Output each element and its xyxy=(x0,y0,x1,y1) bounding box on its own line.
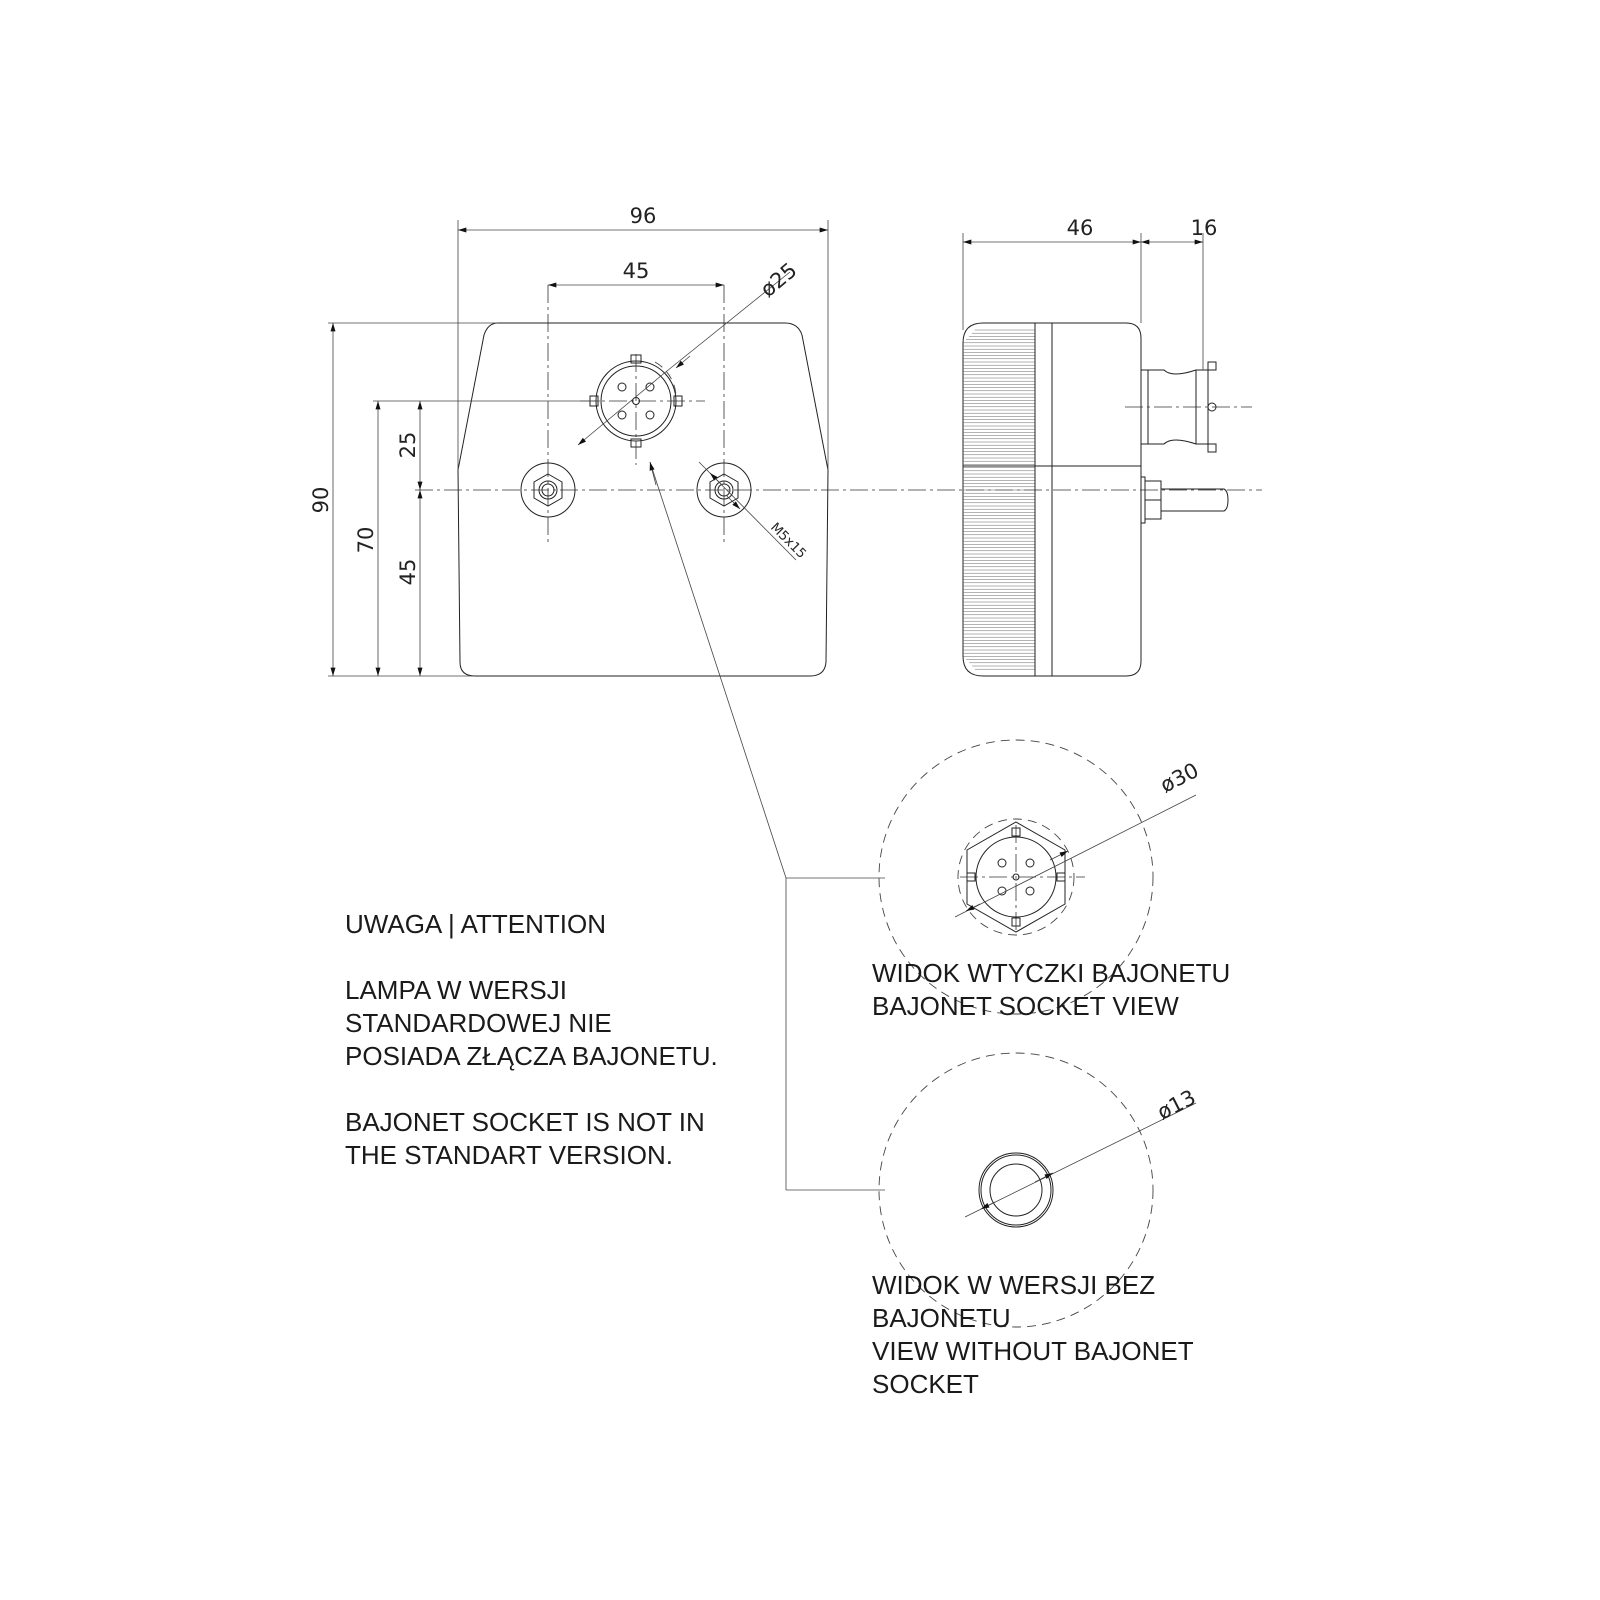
mounting-bolt-left xyxy=(520,285,576,545)
attention-line-pl: STANDARDOWEJ NIE xyxy=(345,1008,612,1038)
plain-view-label-line: BAJONETU xyxy=(872,1303,1011,1333)
dim-connector-depth: 16 xyxy=(1191,216,1218,240)
attention-title: UWAGA | ATTENTION xyxy=(345,909,606,939)
dim-connector-height: 70 xyxy=(354,527,378,554)
side-view: 46 16 xyxy=(962,216,1252,677)
attention-line-pl: LAMPA W WERSJI xyxy=(345,975,567,1005)
dim-width: 96 xyxy=(630,204,657,228)
dim-connector-offset: 25 xyxy=(396,432,420,459)
attention-line-en: THE STANDART VERSION. xyxy=(345,1140,673,1170)
dim-plain-view-diameter: ø13 xyxy=(1153,1085,1199,1124)
plain-view-label-line: VIEW WITHOUT BAJONET xyxy=(872,1336,1194,1366)
lamp-body-outline xyxy=(457,322,829,677)
plain-view-label-line: SOCKET xyxy=(872,1369,979,1399)
dim-bolt-thread: M5x15 xyxy=(767,520,809,562)
side-connector xyxy=(1125,361,1252,453)
attention-line-pl: POSIADA ZŁĄCZA BAJONETU. xyxy=(345,1041,718,1071)
bayonet-connector xyxy=(580,354,705,465)
attention-note: UWAGA | ATTENTION LAMPA W WERSJI STANDAR… xyxy=(345,908,718,1172)
plain-view-label-line: WIDOK W WERSJI BEZ xyxy=(872,1270,1156,1300)
side-stud xyxy=(1140,476,1229,524)
knurled-lens xyxy=(963,329,1035,670)
front-view: 96 45 ø25 90 70 25 45 M5x15 xyxy=(309,204,1262,677)
dim-socket-view-diameter: ø30 xyxy=(1156,758,1202,797)
socket-view-label-pl: WIDOK WTYCZKI BAJONETU xyxy=(872,958,1231,988)
lamp-side-outline xyxy=(962,322,1142,677)
dim-bolt-height: 45 xyxy=(396,559,420,586)
detail-leader xyxy=(649,461,885,1191)
dim-connector-diameter: ø25 xyxy=(756,258,802,302)
plain-view-label: WIDOK W WERSJI BEZ BAJONETU VIEW WITHOUT… xyxy=(872,1269,1194,1401)
dim-bolt-spacing: 45 xyxy=(623,259,650,283)
socket-view-label: WIDOK WTYCZKI BAJONETU BAJONET SOCKET VI… xyxy=(872,957,1230,1023)
attention-line-en: BAJONET SOCKET IS NOT IN xyxy=(345,1107,705,1137)
socket-view-label-en: BAJONET SOCKET VIEW xyxy=(872,991,1179,1021)
dim-depth: 46 xyxy=(1067,216,1094,240)
dim-height: 90 xyxy=(309,487,333,514)
